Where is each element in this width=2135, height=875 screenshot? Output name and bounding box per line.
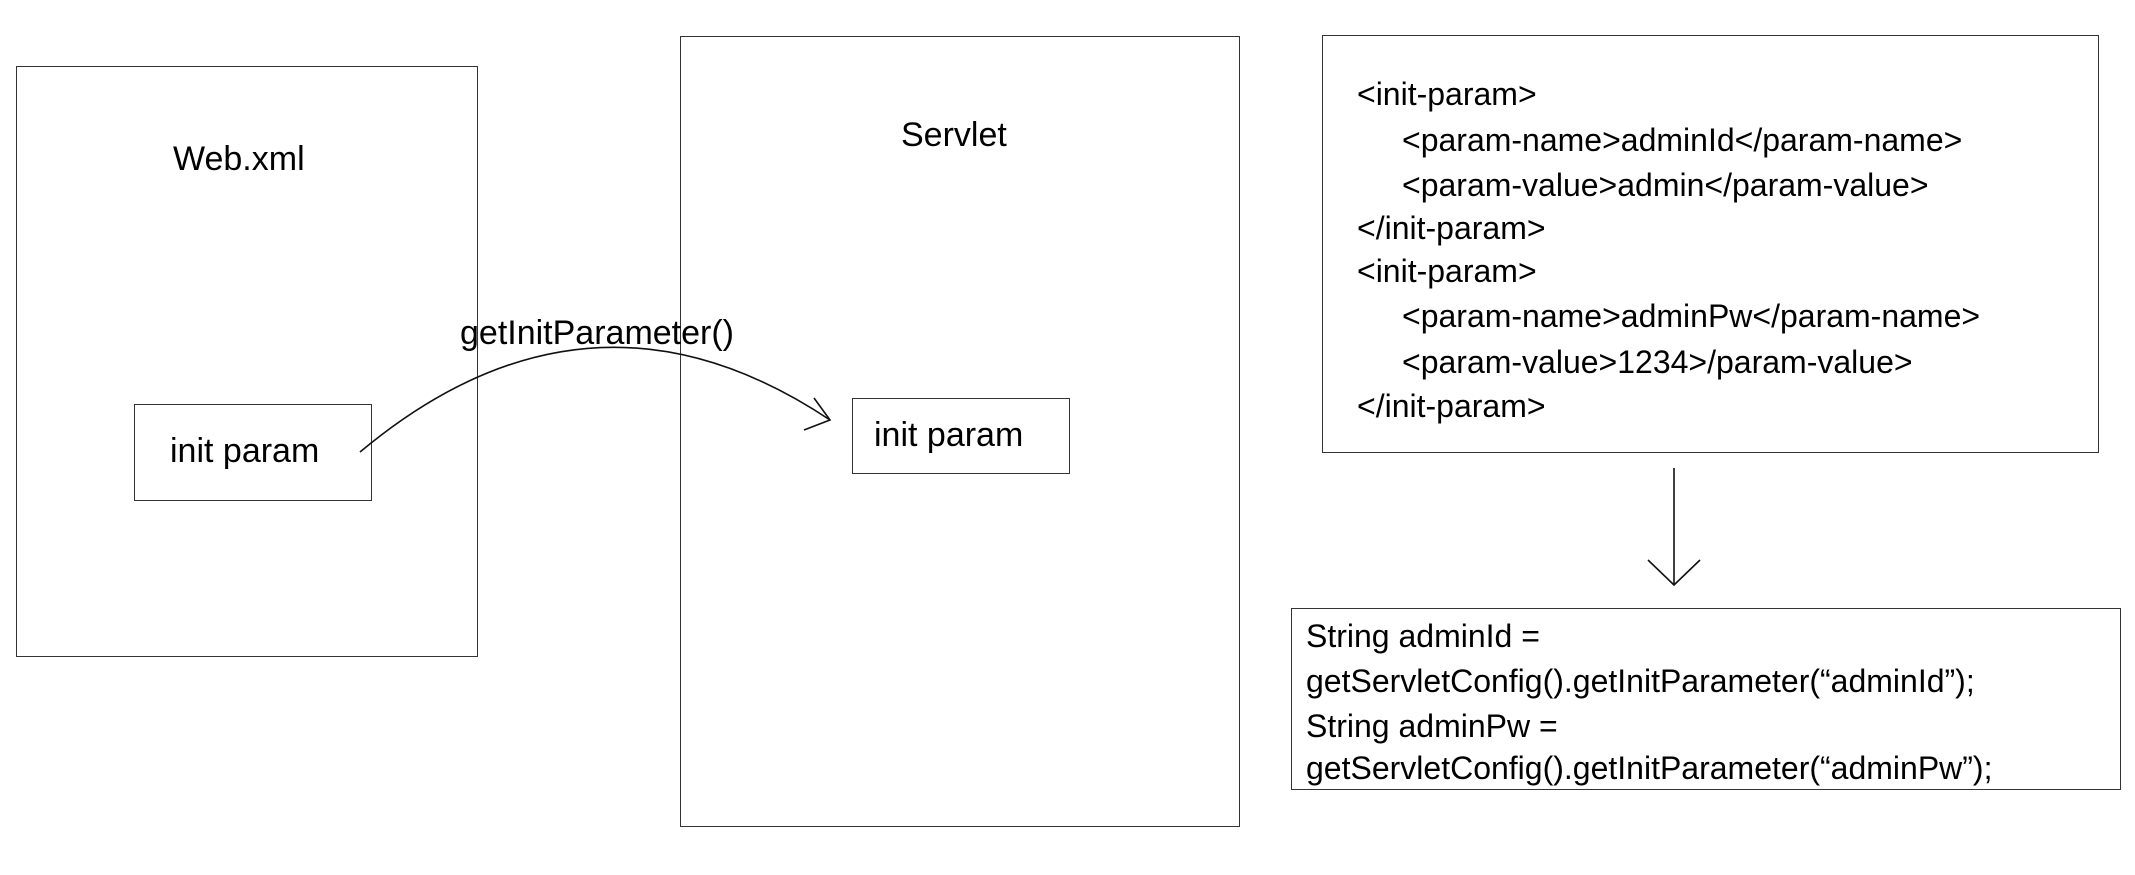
- xml-line: <param-value>admin</param-value>: [1402, 167, 1929, 203]
- xml-line: </init-param>: [1357, 210, 1546, 246]
- xml-to-java-arrowhead: [1647, 559, 1701, 587]
- xml-line: <init-param>: [1357, 76, 1537, 112]
- arrow-label: getInitParameter(): [460, 314, 734, 352]
- java-snippet-box: [1291, 608, 2121, 790]
- webxml-init-param-box: [134, 404, 372, 501]
- xml-line: <param-value>1234>/param-value>: [1402, 344, 1913, 380]
- java-line: String adminPw =: [1306, 708, 1558, 744]
- webxml-init-param-label: init param: [170, 432, 320, 470]
- servlet-title: Servlet: [901, 116, 1007, 154]
- xml-line: <init-param>: [1357, 253, 1537, 289]
- servlet-init-param-box: [852, 398, 1070, 474]
- servlet-init-param-label: init param: [874, 416, 1024, 454]
- webxml-title: Web.xml: [173, 140, 305, 178]
- xml-line: <param-name>adminId</param-name>: [1402, 122, 1963, 158]
- java-line: String adminId =: [1306, 618, 1540, 654]
- xml-snippet-box: [1322, 35, 2099, 453]
- xml-line: <param-name>adminPw</param-name>: [1402, 298, 1981, 334]
- java-line: getServletConfig().getInitParameter(“adm…: [1306, 663, 1975, 699]
- java-line: getServletConfig().getInitParameter(“adm…: [1306, 750, 1993, 786]
- xml-line: </init-param>: [1357, 388, 1546, 424]
